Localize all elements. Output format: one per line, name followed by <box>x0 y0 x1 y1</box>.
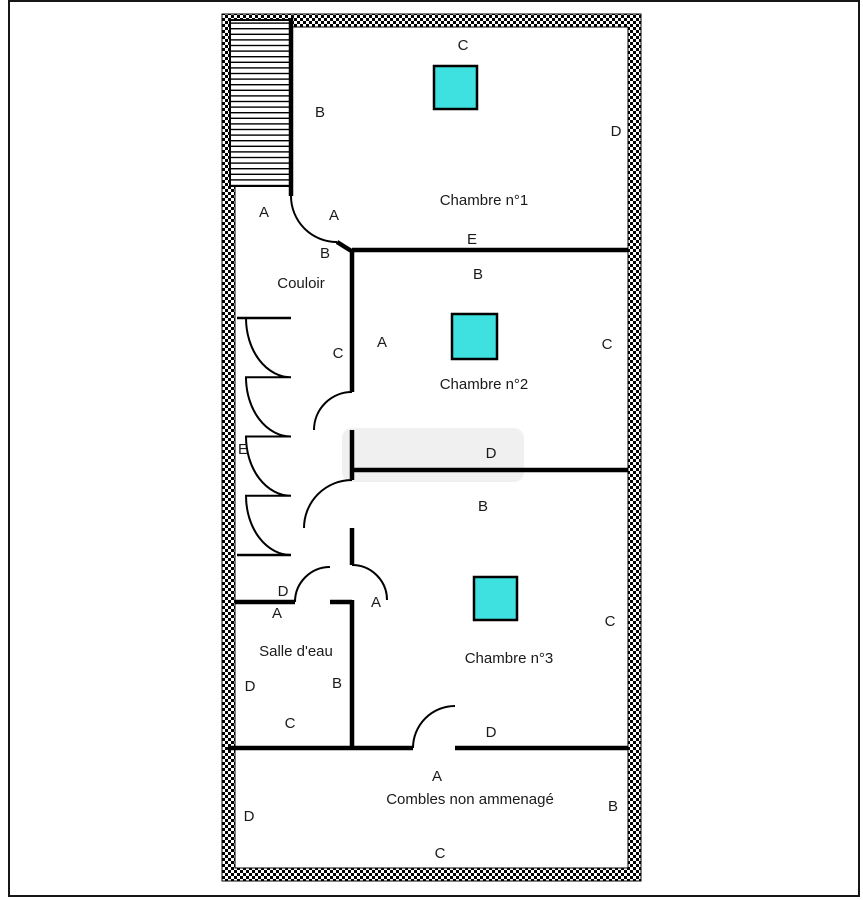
wall-label-combles-top: A <box>432 768 442 785</box>
wall-label-couloir-right: C <box>333 345 344 362</box>
interior-walls <box>228 18 628 751</box>
wall-label-chambre3-top: B <box>478 498 488 515</box>
wall-label-salle-eau-bottom: C <box>285 715 296 732</box>
door-arc-combles <box>412 705 456 749</box>
wall-label-chambre2-bottom: D <box>486 445 497 462</box>
door-arc-chambre3-upper <box>303 479 353 529</box>
wall-label-salle-eau-right: B <box>332 675 342 692</box>
wall-label-chambre2-top: B <box>473 266 483 283</box>
wall-label-couloir-closet: E <box>238 441 248 458</box>
room-label-chambre3: Chambre n°3 <box>465 650 554 667</box>
wall-label-chambre1-left: B <box>315 104 325 121</box>
window-chambre3 <box>472 575 519 622</box>
wall-label-couloir-top-right: A <box>329 207 339 224</box>
watermark <box>342 428 524 482</box>
room-label-chambre2: Chambre n°2 <box>440 376 529 393</box>
staircase <box>229 19 292 187</box>
wall-label-couloir-door: B <box>320 245 330 262</box>
wall-label-salle-eau-top: A <box>272 605 282 622</box>
door-arc-couloir-chambre1 <box>290 195 338 243</box>
wall-label-chambre3-bottom: D <box>486 724 497 741</box>
room-label-combles: Combles non ammenagé <box>386 791 554 808</box>
closet-folding-doors <box>244 317 292 556</box>
room-label-couloir: Couloir <box>277 275 325 292</box>
door-arc-salle-eau <box>294 566 331 603</box>
room-label-salle-eau: Salle d'eau <box>259 643 333 660</box>
window-chambre2 <box>450 312 499 361</box>
wall-label-chambre1-top: C <box>458 37 469 54</box>
door-arc-chambre3-lower <box>351 564 388 601</box>
outer-wall-inner-edge <box>234 26 629 869</box>
room-label-chambre1: Chambre n°1 <box>440 192 529 209</box>
wall-label-chambre3-left: A <box>371 594 381 611</box>
wall-label-chambre3-right: C <box>605 613 616 630</box>
wall-label-salle-eau-left: D <box>245 678 256 695</box>
wall-label-chambre2-left: A <box>377 334 387 351</box>
wall-label-chambre1-bottom: E <box>467 231 477 248</box>
door-arc-chambre2 <box>313 391 353 431</box>
window-chambre1 <box>432 64 479 111</box>
wall-label-chambre1-right: D <box>611 123 622 140</box>
wall-label-combles-right: B <box>608 798 618 815</box>
wall-label-combles-bottom: C <box>435 845 446 862</box>
wall-label-couloir-top-left: A <box>259 204 269 221</box>
wall-label-combles-left: D <box>244 808 255 825</box>
wall-label-chambre2-right: C <box>602 336 613 353</box>
wall-label-couloir-bottom: D <box>278 583 289 600</box>
